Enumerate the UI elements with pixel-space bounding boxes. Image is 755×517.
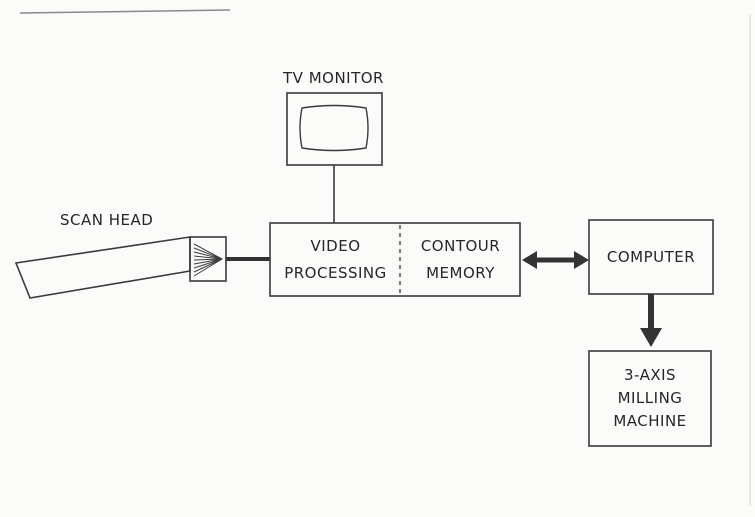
scan-head-body [16,237,190,298]
video-processing-line2: PROCESSING [284,264,387,283]
milling-line1: 3-AXIS [624,366,676,385]
milling-line3: MACHINE [613,412,686,431]
arrow-head-right [574,251,589,269]
tv-monitor-label: TV MONITOR [283,71,384,86]
milling-machine-label: 3-AXIS MILLING MACHINE [590,352,710,445]
video-processing-line1: VIDEO [310,237,360,256]
contour-memory-line1: CONTOUR [421,237,500,256]
scan-head-label: SCAN HEAD [60,213,153,228]
video-processing-label: VIDEO PROCESSING [272,228,399,292]
contour-memory-label: CONTOUR MEMORY [402,228,519,292]
contour-memory-line2: MEMORY [426,264,495,283]
computer-label-wrap: COMPUTER [590,221,712,293]
milling-line2: MILLING [618,389,683,408]
tv-monitor-screen [300,106,368,151]
arrow-head-left [522,251,537,269]
top-edge-line [20,10,230,13]
computer-label: COMPUTER [607,248,695,267]
down-arrow-head [640,328,662,347]
scan-head-fiber-bundle [194,244,222,276]
